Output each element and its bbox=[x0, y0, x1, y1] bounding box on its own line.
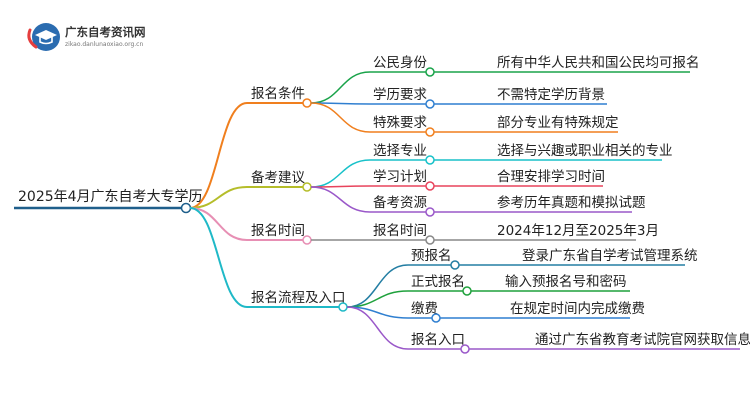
leaf-label: 不需特定学历背景 bbox=[497, 87, 605, 103]
logo-name: 广东自考资讯网 bbox=[65, 25, 146, 39]
branch-connector bbox=[302, 182, 312, 192]
child-label: 报名时间 bbox=[373, 223, 427, 239]
child-label: 公民身份 bbox=[373, 55, 427, 71]
child-link bbox=[310, 159, 371, 188]
leaf-label: 合理安排学习时间 bbox=[497, 169, 605, 185]
leaf-label: 所有中华人民共和国公民均可报名 bbox=[497, 55, 700, 71]
root-connector bbox=[180, 202, 192, 214]
leaf-label: 部分专业有特殊规定 bbox=[497, 115, 619, 131]
root-label: 2025年4月广东自考大专学历 bbox=[18, 189, 203, 205]
leaf-label: 通过广东省教育考试院官网获取信息 bbox=[535, 331, 750, 348]
child-connector bbox=[460, 344, 470, 354]
child-label: 特殊要求 bbox=[373, 115, 427, 131]
child-link bbox=[310, 71, 371, 104]
branch-link bbox=[189, 207, 248, 308]
branch-label: 报名流程及入口 bbox=[251, 290, 346, 306]
child-connector bbox=[425, 207, 435, 217]
site-logo[interactable]: 广东自考资讯网 zikao.danlunaoxiao.org.cn bbox=[27, 23, 146, 51]
child-connector bbox=[425, 181, 435, 191]
child-connector bbox=[425, 67, 435, 77]
leaf-label: 在规定时间内完成缴费 bbox=[510, 301, 645, 317]
child-connector bbox=[425, 99, 435, 109]
branch-label: 报名时间 bbox=[251, 223, 305, 239]
branch-label: 报名条件 bbox=[251, 85, 305, 102]
child-label: 缴费 bbox=[411, 301, 438, 317]
child-link bbox=[346, 306, 409, 350]
leaf-label: 登录广东省自学考试管理系统 bbox=[522, 248, 698, 264]
branch-label: 备考建议 bbox=[251, 169, 305, 186]
child-link bbox=[310, 186, 371, 213]
child-label: 预报名 bbox=[411, 248, 452, 264]
root-node[interactable]: 2025年4月广东自考大专学历 bbox=[14, 189, 203, 214]
child-link bbox=[310, 102, 371, 133]
branch-link bbox=[189, 102, 248, 209]
leaf-label: 选择与兴趣或职业相关的专业 bbox=[497, 143, 673, 159]
child-label: 学历要求 bbox=[373, 87, 427, 103]
child-label: 报名入口 bbox=[411, 332, 465, 348]
branch-connector bbox=[338, 302, 348, 312]
child-connector bbox=[462, 286, 472, 296]
child-link bbox=[346, 264, 409, 308]
leaf-label: 输入预报名号和密码 bbox=[505, 273, 627, 290]
child-connector bbox=[425, 155, 435, 165]
leaf-label: 参考历年真题和模拟试题 bbox=[497, 194, 646, 211]
logo-url: zikao.danlunaoxiao.org.cn bbox=[65, 41, 143, 48]
child-label: 选择专业 bbox=[373, 143, 427, 159]
child-connector bbox=[425, 235, 435, 245]
branch-link bbox=[189, 207, 248, 241]
branch-connector bbox=[302, 235, 312, 245]
branch-3[interactable]: 报名时间 报名时间 2024年12月至2025年3月 bbox=[189, 207, 659, 245]
child-connector bbox=[431, 313, 441, 323]
leaf-label: 2024年12月至2025年3月 bbox=[497, 223, 659, 239]
child-link bbox=[346, 290, 409, 308]
child-connector bbox=[425, 127, 435, 137]
branch-link bbox=[189, 186, 248, 209]
child-label: 正式报名 bbox=[411, 274, 465, 290]
child-label: 备考资源 bbox=[373, 194, 427, 211]
child-connector bbox=[450, 260, 460, 270]
child-label: 学习计划 bbox=[373, 169, 427, 185]
branch-connector bbox=[302, 98, 312, 108]
